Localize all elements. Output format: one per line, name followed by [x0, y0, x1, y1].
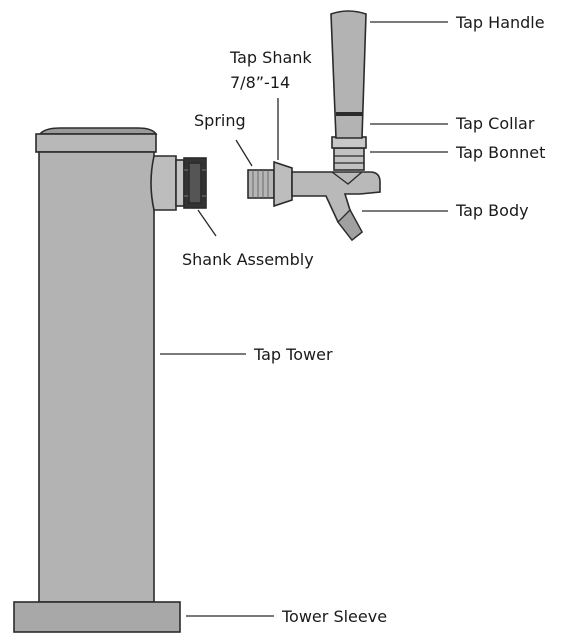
label-tower-sleeve: Tower Sleeve: [281, 607, 387, 626]
tower-column: [38, 151, 155, 603]
tap-bonnet: [333, 147, 365, 171]
label-shank-assembly: Shank Assembly: [182, 250, 314, 269]
tower-shank-boss: [150, 155, 177, 211]
label-spring: Spring: [194, 111, 246, 130]
leader-lines: [160, 21, 448, 617]
shank-assembly: [175, 157, 207, 209]
tower-sleeve: [13, 601, 181, 633]
shank-nut-face: [188, 162, 202, 204]
label-tap-handle: Tap Handle: [455, 13, 545, 32]
label-tap-tower: Tap Tower: [253, 345, 333, 364]
tap-coupling-nut: [273, 160, 293, 208]
leader-spring: [235, 139, 253, 167]
label-tap-bonnet: Tap Bonnet: [455, 143, 545, 162]
shank-flange: [175, 159, 185, 207]
label-tap-body: Tap Body: [455, 201, 529, 220]
label-tap-shank-spec: 7/8”-14: [230, 73, 290, 92]
tower-top-band: [35, 133, 157, 153]
tower-top-cap: [38, 127, 158, 135]
leader-shank-assembly: [197, 209, 217, 237]
tap-handle: [330, 10, 367, 139]
tap-handle-band: [336, 112, 362, 116]
tap-body: [273, 160, 381, 242]
label-tap-shank: Tap Shank: [229, 48, 312, 67]
spring: [247, 169, 275, 199]
tap-tower: [35, 127, 177, 603]
tap-body-main: [291, 171, 381, 242]
labels: Tap Handle Tap Shank 7/8”-14 Spring Tap …: [182, 13, 545, 626]
label-tap-collar: Tap Collar: [455, 114, 535, 133]
